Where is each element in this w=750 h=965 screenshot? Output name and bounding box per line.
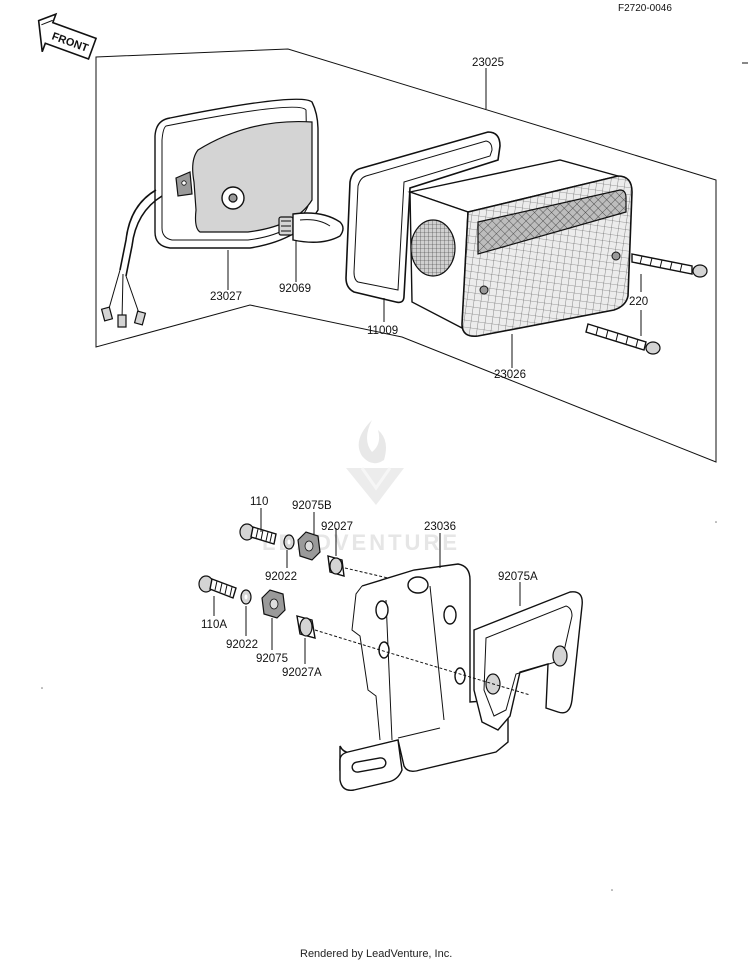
nut-92075B [297, 531, 321, 561]
label-23025: 23025 [472, 57, 504, 69]
assembly-frame-23025 [95, 48, 717, 463]
label-92022-lower: 92022 [226, 639, 258, 651]
bolt-110A [198, 575, 237, 599]
label-23027: 23027 [210, 291, 242, 303]
reflector-bracket-92075A [473, 591, 583, 731]
bolt-110 [239, 523, 277, 545]
label-23026: 23026 [494, 369, 526, 381]
label-92075B: 92075B [292, 500, 332, 512]
label-110: 110 [250, 496, 268, 508]
tail-light-lens-23026 [407, 159, 633, 338]
label-23036: 23036 [424, 521, 456, 533]
label-92075: 92075 [256, 653, 288, 665]
screw-220-lower [585, 323, 661, 355]
collar-92027 [327, 555, 345, 577]
bracket-23036 [339, 563, 509, 791]
screw-220-upper [631, 253, 708, 278]
bulb-92069 [278, 212, 344, 243]
washer-92022-lower [240, 589, 252, 605]
footer-credit: Rendered by LeadVenture, Inc. [300, 948, 452, 960]
diagram-code: F2720-0046 [618, 3, 672, 14]
tail-light-base-23027 [100, 98, 319, 328]
label-92075A: 92075A [498, 571, 538, 583]
label-11009: 11009 [367, 325, 398, 337]
collar-92027A [296, 615, 316, 639]
label-92027A: 92027A [282, 667, 322, 679]
label-220: 220 [629, 296, 648, 308]
washer-92022-upper [283, 534, 295, 550]
label-92069: 92069 [279, 283, 311, 295]
label-92027: 92027 [321, 521, 353, 533]
leadventure-watermark: LEADVENTURE [262, 420, 457, 555]
label-92022-upper: 92022 [265, 571, 297, 583]
front-arrow-icon: FRONT [37, 12, 98, 61]
gasket-11009 [345, 131, 501, 304]
speck [41, 687, 43, 689]
alignment-line-lower [314, 629, 531, 696]
alignment-line-upper [344, 567, 389, 579]
nut-92075 [261, 589, 286, 619]
speck [715, 521, 717, 523]
label-110A: 110A [201, 619, 227, 631]
speck [611, 889, 613, 891]
